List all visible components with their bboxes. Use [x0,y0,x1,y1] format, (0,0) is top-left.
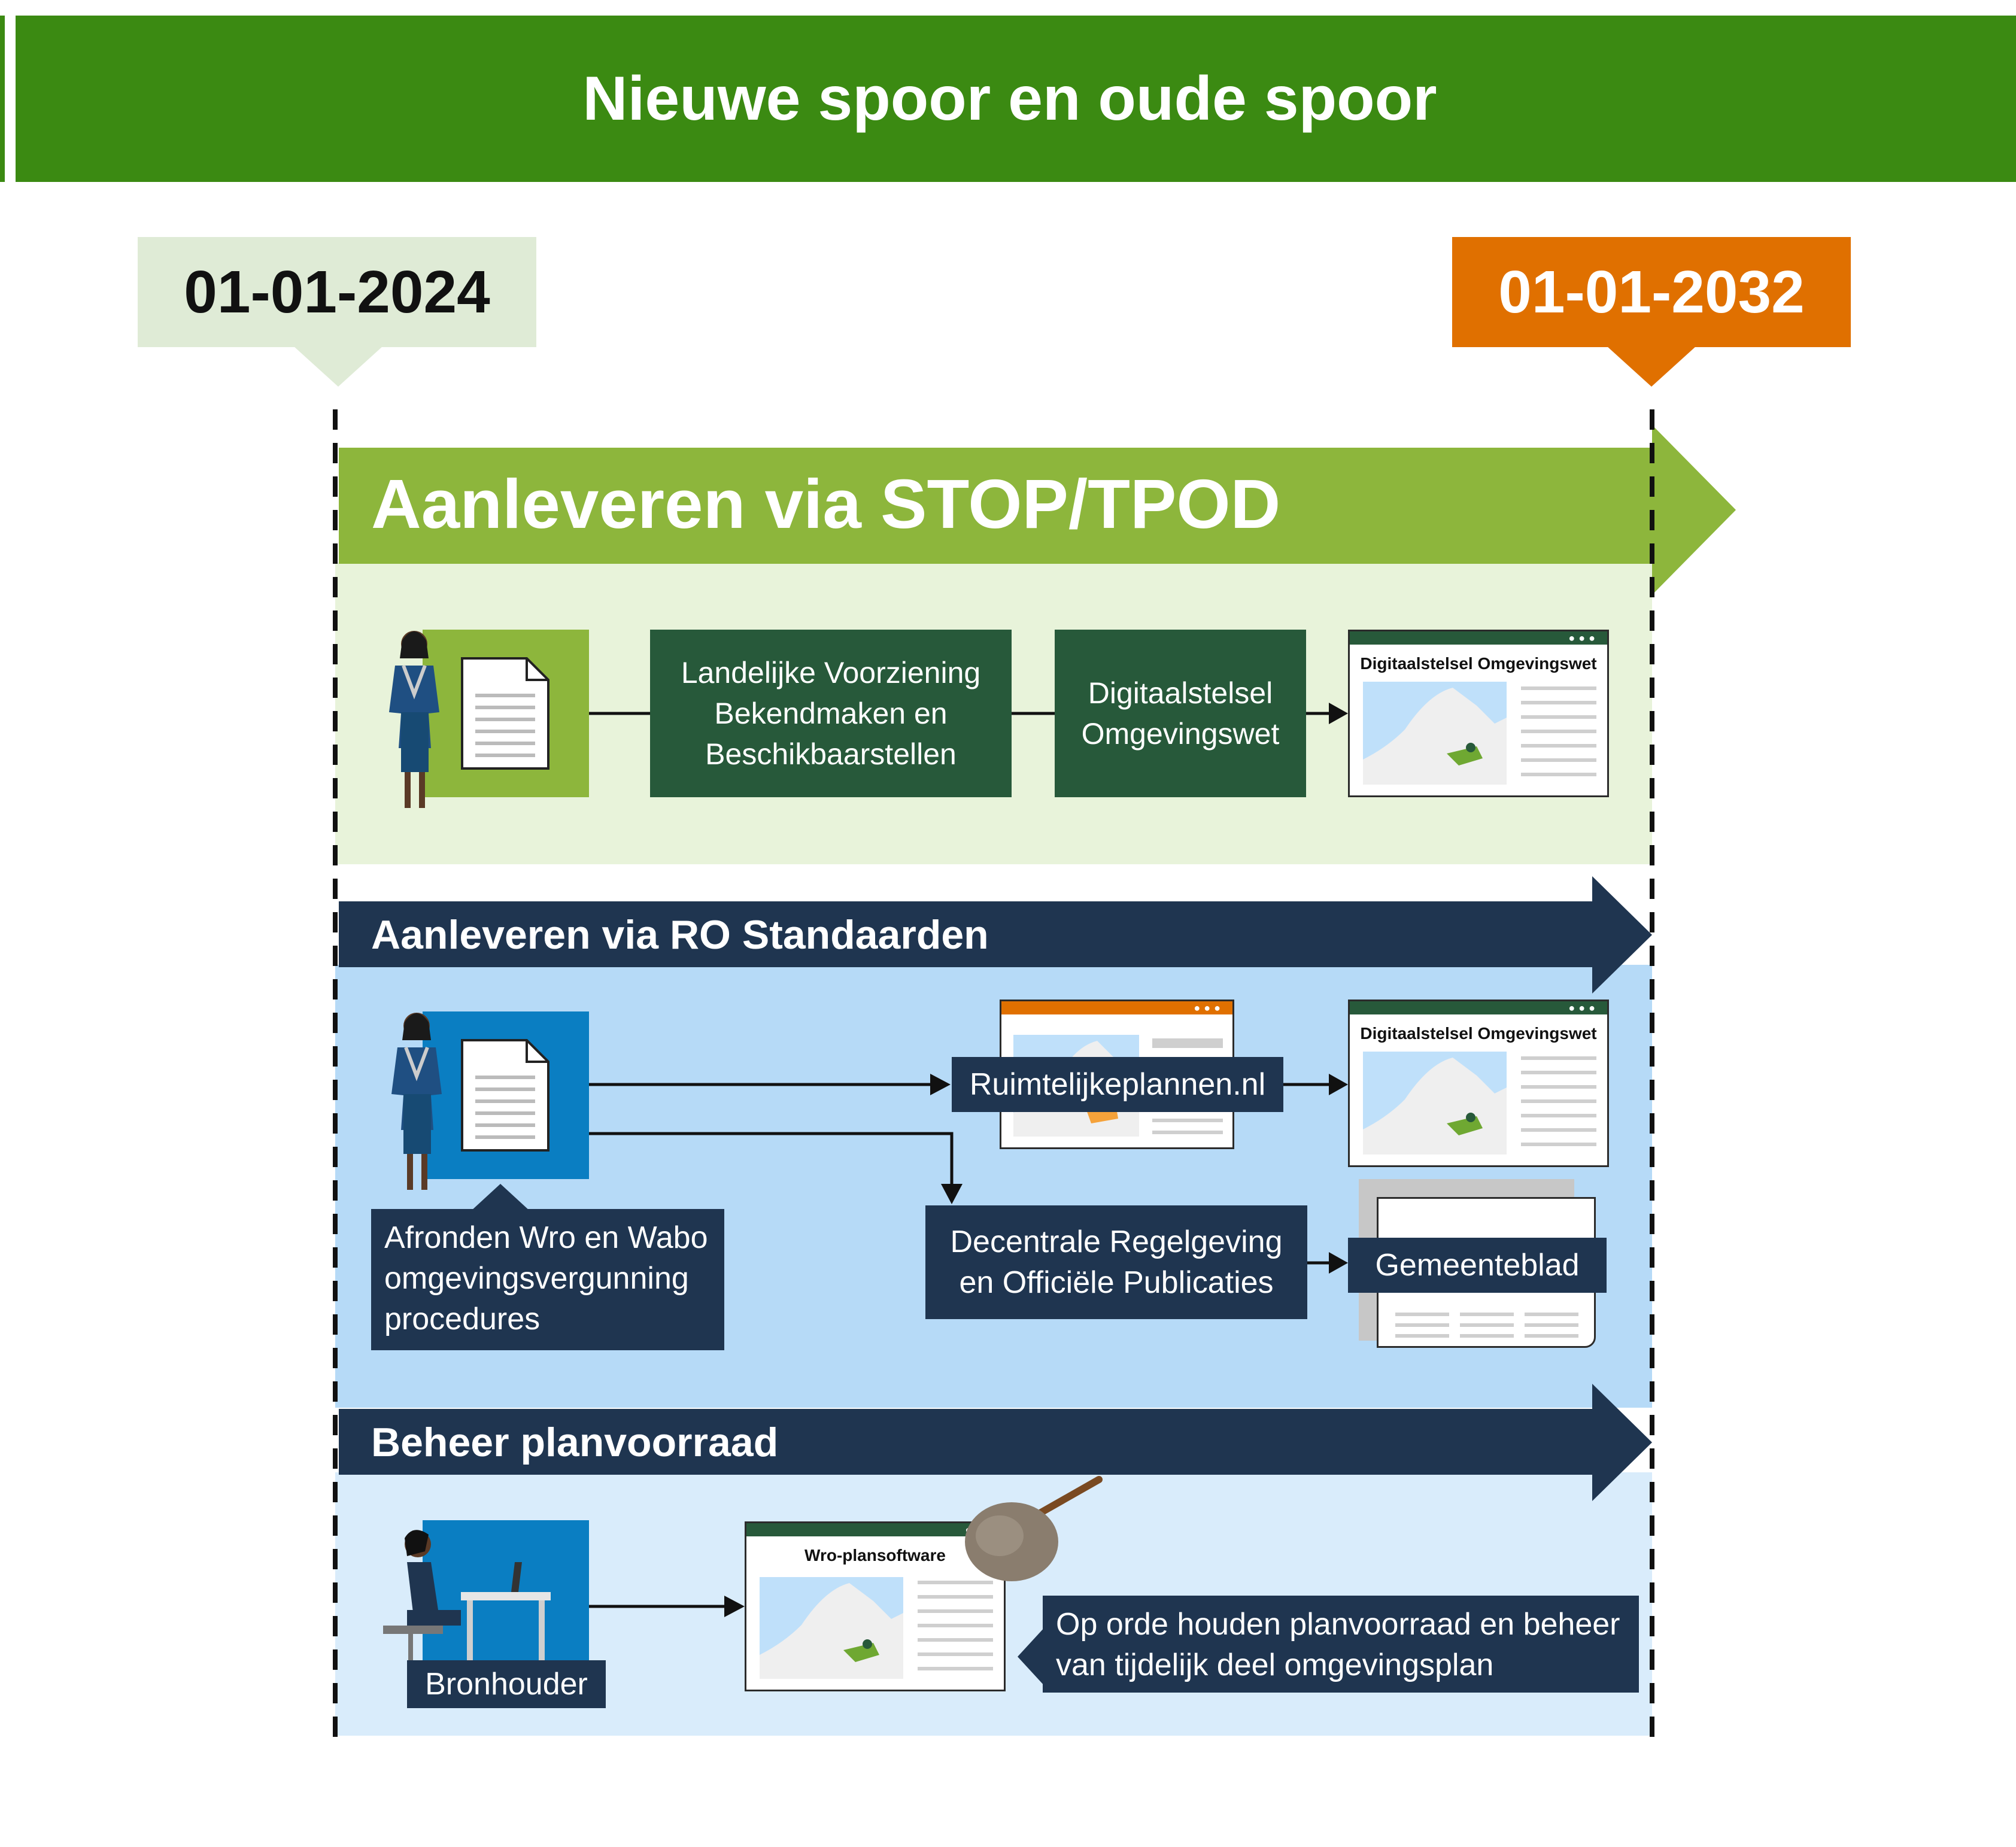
stop-track-arrow [339,425,1736,595]
bronhouder-label: Bronhouder [407,1660,606,1708]
end-date-label: 01-01-2032 [1498,258,1805,326]
person-official-icon-2 [391,1013,442,1190]
start-date-badge: 01-01-2024 [138,237,536,347]
ruimtelijkeplannen-label: Ruimtelijkeplannen.nl [952,1057,1283,1112]
page-title: Nieuwe spoor en oude spoor [582,63,1437,133]
stop-track-title: Aanleveren via STOP/TPOD [371,465,1281,543]
afronden-box: Afronden Wro en Wabo omgevingsvergunning… [371,1209,724,1350]
decentrale-box: Decentrale Regelgeving en Officiële Publ… [925,1205,1307,1319]
start-date-label: 01-01-2024 [184,258,490,326]
dso-mockup-title-2: Digitaalstelsel Omgevingswet [1360,1024,1597,1043]
ro-track-arrow [339,876,1652,994]
gemeenteblad-label: Gemeenteblad [1348,1238,1607,1293]
map-icon-3 [1363,1052,1507,1155]
lvbb-box: Landelijke Voorziening Bekendmaken en Be… [650,630,1012,797]
beheer-track-arrow [339,1384,1652,1501]
dso-mockup-title: Digitaalstelsel Omgevingswet [1360,654,1597,673]
afronden-pointer [470,1184,530,1211]
planvoorraad-callout: Op orde houden planvoorraad en beheer va… [1043,1596,1639,1693]
beheer-track-title: Beheer planvoorraad [371,1420,779,1465]
document-icon-2 [461,1039,549,1152]
ro-track-title: Aanleveren via RO Standaarden [371,912,989,958]
header-banner: Nieuwe spoor en oude spoor [16,16,2016,182]
map-icon [1363,682,1507,785]
dso-box: Digitaalstelsel Omgevingswet [1055,630,1306,797]
wro-mockup-title: Wro-plansoftware [804,1546,946,1565]
person-at-desk-icon [383,1530,551,1678]
callout-pointer [1018,1627,1045,1687]
map-icon-4 [760,1577,903,1679]
wro-plansoftware-mockup: ●●● Wro-plansoftware [745,1521,1006,1691]
person-official-icon [389,631,439,808]
header-left-edge [0,16,5,182]
feather-duster-icon [965,1476,1103,1581]
start-date-pointer [293,346,383,387]
end-date-pointer [1607,346,1696,387]
end-date-badge: 01-01-2032 [1452,237,1851,347]
dso-website-mockup: ●●● Digitaalstelsel Omgevingswet [1348,630,1609,797]
dso-website-mockup-2: ●●● Digitaalstelsel Omgevingswet [1348,1000,1609,1167]
document-icon [461,657,549,770]
